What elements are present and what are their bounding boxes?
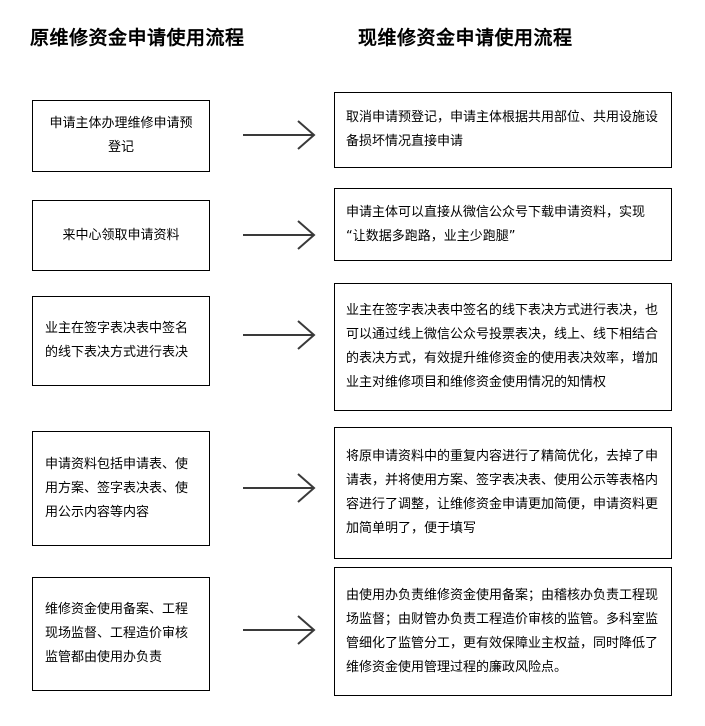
column-heading-old: 原维修资金申请使用流程	[30, 27, 245, 49]
process-box-old-5-text: 维修资金使用备案、工程现场监督、工程造价审核监管都由使用办负责	[45, 602, 189, 665]
process-box-new-2: 申请主体可以直接从微信公众号下载申请资料，实现“让数据多跑路，业主少跑腿”	[334, 188, 672, 261]
process-box-new-4: 将原申请资料中的重复内容进行了精简优化，去掉了申请表，并将使用方案、签字表决表、…	[334, 427, 672, 559]
process-box-old-4-text: 申请资料包括申请表、使用方案、签字表决表、使用公示内容等内容	[45, 456, 189, 520]
process-box-new-2-text: 申请主体可以直接从微信公众号下载申请资料，实现“让数据多跑路，业主少跑腿”	[346, 204, 646, 244]
process-box-old-5: 维修资金使用备案、工程现场监督、工程造价审核监管都由使用办负责	[32, 577, 210, 691]
arrow-right-icon-2	[241, 218, 325, 252]
arrow-right-icon-3	[241, 318, 325, 352]
process-box-old-2-text: 来中心领取申请资料	[62, 227, 180, 243]
arrow-right-icon-1	[241, 118, 325, 152]
process-box-old-2: 来中心领取申请资料	[32, 200, 210, 271]
process-box-new-1: 取消申请预登记，申请主体根据共用部位、共用设施设备损坏情况直接申请	[334, 92, 672, 168]
process-box-new-4-text: 将原申请资料中的重复内容进行了精简优化，去掉了申请表，并将使用方案、签字表决表、…	[346, 449, 659, 536]
process-box-new-3-text: 业主在签字表决表中签名的线下表决方式进行表决，也可以通过线上微信公众号投票表决，…	[346, 303, 659, 390]
process-box-old-1-text: 申请主体办理维修申请预登记	[49, 116, 193, 155]
process-box-new-5-text: 由使用办负责维修资金使用备案；由稽核办负责工程现场监督；由财管办负责工程造价审核…	[346, 587, 659, 675]
process-box-new-3: 业主在签字表决表中签名的线下表决方式进行表决，也可以通过线上微信公众号投票表决，…	[334, 283, 672, 411]
arrow-right-icon-5	[241, 613, 325, 647]
process-box-old-3-text: 业主在签字表决表中签名的线下表决方式进行表决	[45, 321, 189, 360]
arrow-right-icon-4	[241, 471, 325, 505]
process-box-old-1: 申请主体办理维修申请预登记	[32, 100, 210, 172]
process-box-old-4: 申请资料包括申请表、使用方案、签字表决表、使用公示内容等内容	[32, 431, 210, 546]
column-heading-new: 现维修资金申请使用流程	[358, 27, 573, 49]
process-box-new-5: 由使用办负责维修资金使用备案；由稽核办负责工程现场监督；由财管办负责工程造价审核…	[334, 567, 672, 696]
process-box-new-1-text: 取消申请预登记，申请主体根据共用部位、共用设施设备损坏情况直接申请	[346, 110, 659, 149]
process-box-old-3: 业主在签字表决表中签名的线下表决方式进行表决	[32, 296, 210, 386]
